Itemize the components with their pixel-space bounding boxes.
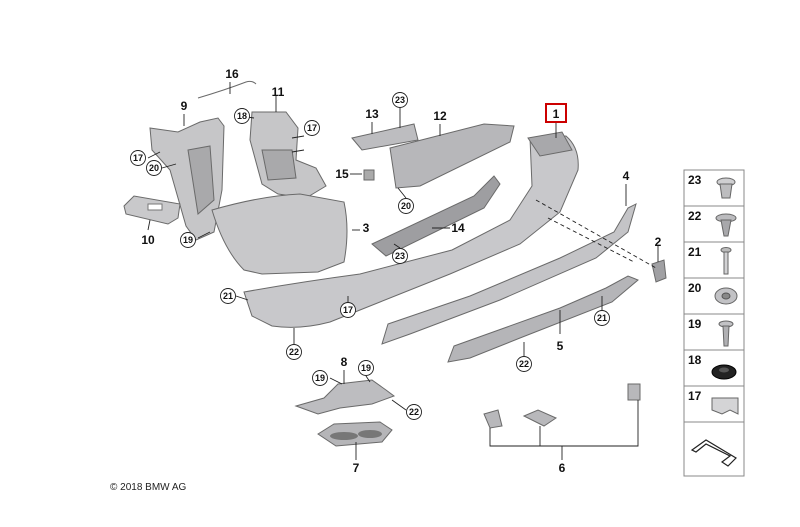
push-clip-icon	[715, 213, 737, 237]
alignment-dashes	[535, 199, 657, 269]
legend-label-22: 22	[688, 209, 702, 223]
label-16: 16	[225, 67, 239, 81]
label-10: 10	[141, 233, 155, 247]
label-3: 3	[363, 221, 370, 235]
circled-callout-numbers: 23 18 17 17 20 19 20 23 21 17 22 21 22 1…	[133, 95, 607, 417]
callout-21-right: 21	[597, 313, 607, 323]
label-7: 7	[353, 461, 360, 475]
label-8: 8	[341, 355, 348, 369]
label-6: 6	[559, 461, 566, 475]
callout-21-left: 21	[223, 291, 233, 301]
callout-19-bottom-left: 19	[315, 373, 325, 383]
part-16-trim-strip	[197, 80, 257, 99]
part-1-bumper-cover	[243, 135, 579, 328]
legend-label-18: 18	[688, 353, 702, 367]
fastener-legend: 23 22 21 20 19 18 17	[683, 169, 745, 477]
label-4: 4	[623, 169, 630, 183]
label-2: 2	[655, 235, 662, 249]
callout-17-left: 17	[133, 153, 143, 163]
rivet-icon	[716, 177, 736, 199]
callout-17-right: 17	[307, 123, 317, 133]
part-4-diffuser	[381, 203, 637, 345]
callout-23-top: 23	[395, 95, 405, 105]
leader-lines	[147, 82, 659, 460]
circled-callouts	[130, 92, 610, 420]
label-5: 5	[557, 339, 564, 353]
callout-17-bottom: 17	[343, 305, 353, 315]
label-14: 14	[451, 221, 465, 235]
label-9: 9	[181, 99, 188, 113]
legend-cell-23	[683, 169, 745, 207]
callout-20-left: 20	[149, 163, 159, 173]
copyright-text: © 2018 BMW AG	[110, 482, 187, 493]
label-1: 1	[553, 107, 560, 121]
fastener-set-symbol-icon	[690, 439, 737, 467]
part-6-bracket-a	[483, 409, 503, 429]
part-6-bracket-c	[627, 383, 641, 401]
callout-19-bottom-right: 19	[361, 363, 371, 373]
label-12: 12	[433, 109, 447, 123]
part-1-highlight-box	[545, 103, 567, 123]
callout-23-center: 23	[395, 251, 405, 261]
legend-label-23: 23	[688, 173, 702, 187]
part-15-clip	[363, 169, 375, 181]
label-11: 11	[272, 85, 285, 99]
part-6-bracket-b	[522, 409, 558, 427]
part-8-bracket	[294, 379, 396, 415]
screw-icon	[720, 247, 732, 275]
part-13-shield	[351, 123, 419, 151]
label-15: 15	[335, 167, 349, 181]
callout-22-center: 22	[519, 359, 529, 369]
spring-nut-icon	[711, 397, 739, 415]
legend-label-19: 19	[688, 317, 702, 331]
part-5-lower-trim	[447, 275, 639, 363]
callout-22-left: 22	[289, 347, 299, 357]
part-2-insert	[651, 259, 667, 283]
callout-22-bottom: 22	[409, 407, 419, 417]
legend-label-21: 21	[688, 245, 702, 259]
legend-label-17: 17	[688, 389, 702, 403]
part-number-labels: 1 2 3 4 5 6 7 8 9 10 11 12 13 14 15 16	[141, 67, 661, 475]
part-14-carrier	[371, 175, 501, 257]
nut-icon	[714, 287, 738, 305]
legend-cell-22	[683, 205, 745, 243]
part-12-absorber	[389, 123, 515, 189]
grommet-icon	[711, 364, 737, 380]
callout-20-center: 20	[401, 201, 411, 211]
label-13: 13	[365, 107, 379, 121]
part-3-side-cover	[211, 193, 348, 275]
callout-19-left: 19	[183, 235, 193, 245]
callout-18: 18	[237, 111, 247, 121]
bolt-icon	[718, 320, 734, 347]
legend-label-20: 20	[688, 281, 702, 295]
